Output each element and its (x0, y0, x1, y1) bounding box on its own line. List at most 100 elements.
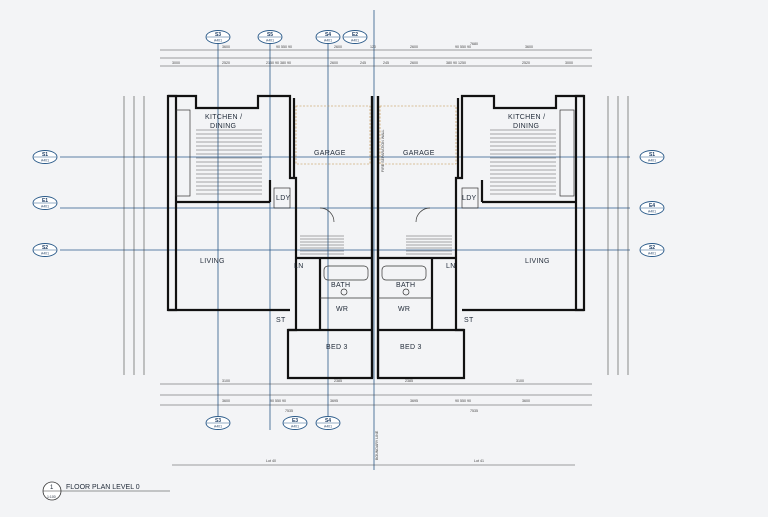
dim-top2-9: 2520 (522, 61, 530, 65)
section-marker-sheet-ref: A401 (324, 39, 332, 43)
boundary-label: BOUNDARY LINE (375, 430, 379, 460)
section-marker-number: S2 (649, 245, 655, 251)
section-marker-sheet-ref: A401 (648, 210, 656, 214)
room-label-dining-left: DINING (210, 123, 236, 130)
dim-bot2-4: 3695 (410, 399, 418, 403)
building-walls (166, 94, 586, 380)
room-label-bath-right: BATH (396, 282, 415, 289)
lot-left-label: Lot 40 (266, 459, 276, 463)
title-number: 1 (50, 485, 54, 491)
side-dimensions (123, 96, 629, 375)
lot-right-label: Lot 41 (474, 459, 484, 463)
dim-top2-5: 245 (360, 61, 366, 65)
room-label-garage-left: GARAGE (314, 150, 346, 157)
room-label-st-right: ST (464, 317, 474, 324)
section-marker-number: S1 (42, 152, 48, 158)
stairs (196, 129, 556, 255)
dim-top2-2: 2520 (222, 61, 230, 65)
title-block: 1 1:100 FLOOR PLAN LEVEL 0 (42, 481, 170, 501)
room-label-living-right: LIVING (525, 258, 550, 265)
section-marker-number: E3 (292, 418, 298, 424)
dim-top-5: 2600 (410, 45, 418, 49)
dim-bot2-3: 3695 (330, 399, 338, 403)
section-marker-sheet-ref: A401 (41, 252, 49, 256)
dim-bot2-2: 90 550 90 (270, 399, 286, 403)
top-dimensions: 7680 3600 90 550 90 2600 120 2600 90 550… (160, 42, 592, 67)
room-label-garage-right: GARAGE (403, 150, 435, 157)
dim-top2-6: 245 (383, 61, 389, 65)
room-label-bed-left: BED 3 (326, 344, 348, 351)
dim-top2-3: 2150 90 380 90 (266, 61, 291, 65)
section-marker-number: S1 (649, 152, 655, 158)
section-marker-number: E1 (42, 198, 48, 204)
room-label-wr-right: WR (398, 306, 410, 313)
section-marker-sheet-ref: A401 (351, 39, 359, 43)
section-marker-sheet-ref: A401 (214, 425, 222, 429)
room-label-ldy-right: LDY (462, 195, 477, 202)
bottom-dimensions: 3100 2385 2385 3100 3600 90 550 90 3695 … (160, 379, 592, 413)
section-markers: S3A401S5A401S4A401E2A401S3A401E3A401S4A4… (32, 30, 665, 430)
dim-top-3: 2600 (334, 45, 342, 49)
section-marker-sheet-ref: A401 (291, 425, 299, 429)
room-label-living-left: LIVING (200, 258, 225, 265)
dim-top2-8: 380 90 1250 (446, 61, 466, 65)
section-marker-number: E2 (352, 32, 358, 38)
dim-bot-overall-2: 7535 (470, 409, 478, 413)
section-marker-sheet-ref: A401 (214, 39, 222, 43)
dim-top-6: 90 550 90 (455, 45, 471, 49)
dim-top-7: 3600 (525, 45, 533, 49)
dim-bot-3: 2385 (405, 379, 413, 383)
dim-top-1: 3600 (222, 45, 230, 49)
section-marker-sheet-ref: A401 (648, 159, 656, 163)
room-label-wr-left: WR (336, 306, 348, 313)
dim-top-4: 120 (370, 45, 376, 49)
section-marker-sheet-ref: A401 (41, 159, 49, 163)
room-label-dining-right: DINING (513, 123, 539, 130)
section-marker-sheet-ref: A401 (648, 252, 656, 256)
section-marker-number: S3 (215, 418, 221, 424)
section-marker-sheet-ref: A401 (324, 425, 332, 429)
room-label-st-left: ST (276, 317, 286, 324)
dim-top-overall: 7680 (470, 42, 478, 46)
dim-top2-7: 2600 (410, 61, 418, 65)
dim-top2-1: 3000 (172, 61, 180, 65)
dim-top2-10: 3000 (565, 61, 573, 65)
room-label-ln-left: LN (294, 263, 304, 270)
dim-bot-overall-1: 7535 (285, 409, 293, 413)
room-label-kitchen-right: KITCHEN / (508, 114, 545, 121)
room-label-bath-left: BATH (331, 282, 350, 289)
section-marker-number: S3 (215, 32, 221, 38)
title-text: FLOOR PLAN LEVEL 0 (66, 484, 140, 491)
dim-bot2-1: 3600 (222, 399, 230, 403)
section-marker-number: E4 (649, 203, 655, 209)
section-marker-number: S5 (267, 32, 273, 38)
section-marker-number: S2 (42, 245, 48, 251)
dim-bot-1: 3100 (222, 379, 230, 383)
dim-top2-4: 2600 (330, 61, 338, 65)
room-label-bed-right: BED 3 (400, 344, 422, 351)
dim-bot2-5: 90 550 90 (455, 399, 471, 403)
dim-top-2: 90 550 90 (276, 45, 292, 49)
room-labels: KITCHEN / DINING KITCHEN / DINING GARAGE… (200, 114, 550, 351)
title-scale: 1:100 (47, 495, 56, 499)
section-marker-sheet-ref: A401 (41, 205, 49, 209)
room-label-ln-right: LN (446, 263, 456, 270)
section-marker-number: S4 (325, 418, 331, 424)
section-marker-number: S4 (325, 32, 331, 38)
grid-lines (60, 10, 630, 470)
